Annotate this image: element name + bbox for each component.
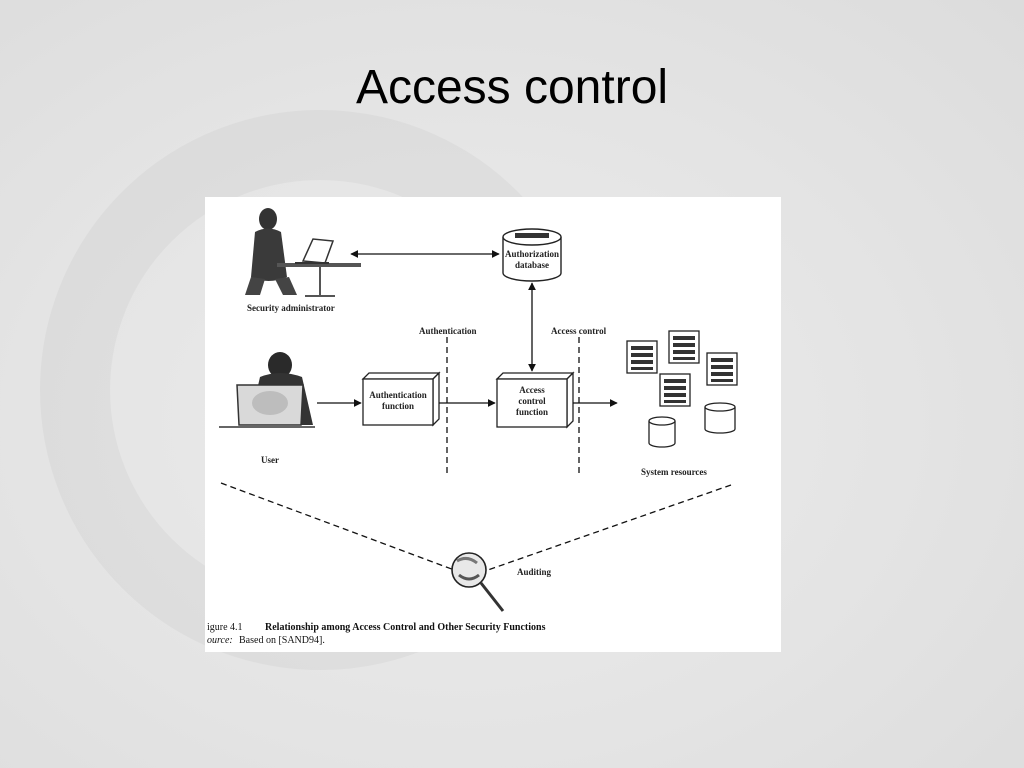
storage-cylinder-icon — [704, 402, 736, 434]
slide-title: Access control — [355, 61, 669, 114]
document-icon — [668, 330, 700, 364]
authentication-function-label-line2: function — [382, 401, 414, 411]
auditing-right-line — [484, 484, 732, 572]
figure-caption-label: igure 4.1 — [207, 622, 243, 633]
document-icon — [706, 352, 738, 386]
authorization-database-label-line1: Authorization — [505, 249, 559, 259]
figure-source-text: Based on [SAND94]. — [239, 635, 325, 646]
auditing-left-line — [220, 482, 458, 572]
access-control-function-box — [495, 371, 575, 429]
security-administrator-label: Security administrator — [247, 303, 335, 313]
figure-source-label: ource: — [207, 635, 233, 646]
system-resources-label: System resources — [641, 467, 707, 477]
access-control-function-label-line1: Access — [519, 385, 545, 395]
system-resources-icon — [626, 330, 738, 448]
authentication-function-label-line1: Authentication — [369, 390, 427, 400]
storage-cylinder-icon — [648, 416, 676, 448]
authorization-database-label-line2: database — [515, 260, 549, 270]
magnifying-glass-icon — [451, 552, 505, 612]
access-control-diagram: Security administrator Authorization dat… — [207, 208, 738, 646]
access-control-boundary-label: Access control — [551, 326, 607, 336]
document-icon — [659, 373, 691, 407]
user-label: User — [261, 455, 279, 465]
authorization-database-icon — [502, 228, 562, 282]
figure-image: Security administrator Authorization dat… — [205, 197, 781, 652]
access-control-function-label-line2: control — [518, 396, 546, 406]
auditing-label: Auditing — [517, 567, 552, 577]
authentication-boundary-label: Authentication — [419, 326, 477, 336]
figure-caption-title: Relationship among Access Control and Ot… — [265, 622, 546, 633]
authentication-function-box — [361, 371, 441, 427]
document-icon — [626, 340, 658, 374]
security-administrator-icon — [245, 208, 361, 297]
access-control-function-label-line3: function — [516, 407, 548, 417]
user-icon — [219, 352, 315, 428]
